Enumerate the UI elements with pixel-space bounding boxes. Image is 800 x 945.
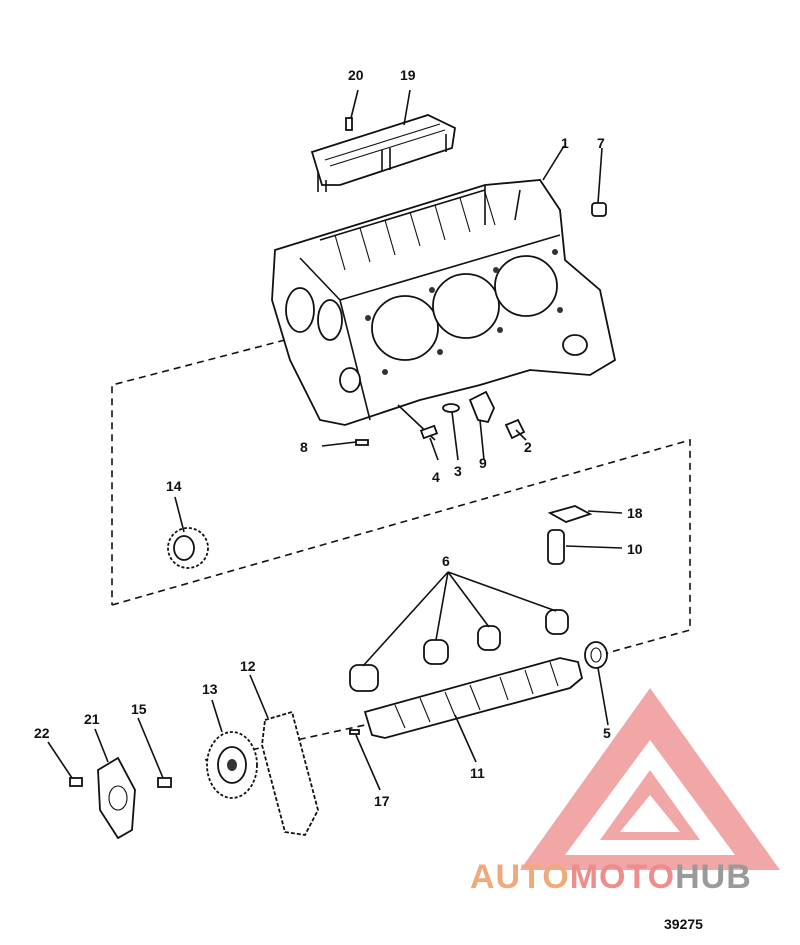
thrust-plate-part <box>97 756 136 840</box>
cam-seal-part <box>584 641 608 669</box>
callout-13: 13 <box>202 681 218 697</box>
callout-10: 10 <box>627 541 643 557</box>
woodruff-key-part <box>349 729 360 735</box>
callout-labels: 20 19 1 7 8 4 3 9 2 14 18 10 6 13 12 15 … <box>34 67 643 809</box>
callout-8: 8 <box>300 439 308 455</box>
watermark-part-auto: AUTO <box>470 858 570 896</box>
watermark-text: AUTOMOTOHUB <box>470 858 752 897</box>
cam-sprocket-part <box>206 731 258 799</box>
callout-22: 22 <box>34 725 50 741</box>
callout-7: 7 <box>597 135 605 151</box>
lifter-retainer-part <box>547 505 593 523</box>
callout-15: 15 <box>131 701 147 717</box>
pin-part <box>397 404 439 441</box>
plate-screw-part <box>69 777 83 787</box>
sprocket-bolt-part <box>157 777 172 788</box>
elbow-fitting-part <box>468 390 495 424</box>
dowel-pin-part <box>355 439 369 446</box>
figure-number: 39275 <box>664 916 703 932</box>
crankshaft-gear-part <box>167 527 209 569</box>
watermark-logo <box>520 688 780 870</box>
lifter-guide-part <box>310 114 456 192</box>
leader-lines <box>47 89 623 791</box>
callout-1: 1 <box>561 135 569 151</box>
callout-5: 5 <box>603 725 611 741</box>
assembly-dashed-outline <box>111 339 691 656</box>
watermark-part-hub: HUB <box>675 858 752 896</box>
callout-4: 4 <box>432 469 440 485</box>
watermark-part-moto: MOTO <box>569 858 676 896</box>
guide-bolt-part <box>345 117 353 131</box>
callout-9: 9 <box>479 455 487 471</box>
washer-part <box>442 403 460 413</box>
callout-11: 11 <box>470 765 485 781</box>
engine-block-part <box>271 179 617 426</box>
hydraulic-lifter-part <box>547 529 565 565</box>
callout-2: 2 <box>524 439 532 455</box>
camshaft-part <box>363 657 584 739</box>
callout-12: 12 <box>240 658 256 674</box>
callout-6: 6 <box>442 553 450 569</box>
callout-20: 20 <box>348 67 364 83</box>
callout-14: 14 <box>166 478 182 494</box>
timing-chain-part <box>261 710 319 836</box>
callout-18: 18 <box>627 505 643 521</box>
callout-17: 17 <box>374 793 390 809</box>
cup-plug-part <box>591 202 607 217</box>
callout-21: 21 <box>84 711 100 727</box>
callout-3: 3 <box>454 463 462 479</box>
callout-19: 19 <box>400 67 416 83</box>
